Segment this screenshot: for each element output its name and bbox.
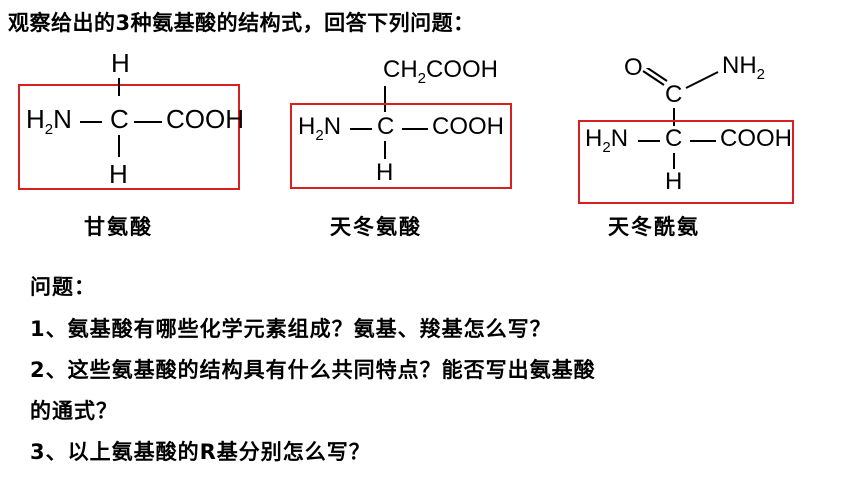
aspartic-left-bond <box>350 128 372 130</box>
aspartic-alpha-carbon: C <box>377 113 395 140</box>
aspartic-carboxyl-group: COOH <box>432 113 504 140</box>
asparagine-name: 天冬酰氨 <box>608 215 700 239</box>
asparagine-amide-n-bond <box>685 71 719 89</box>
glycine-bottom-bond <box>118 135 120 157</box>
glycine-right-bond <box>134 121 162 123</box>
glycine-top-bond <box>118 78 120 96</box>
asparagine-amino-group: H2N <box>585 125 629 156</box>
asparagine-bottom-bond <box>673 153 675 169</box>
asparagine-amide-oxygen: O <box>624 54 643 81</box>
question-3: 3、以上氨基酸的R基分别怎么写？ <box>30 440 371 464</box>
asparagine-top-bond <box>673 108 675 126</box>
aspartic-top-bond <box>384 86 386 112</box>
question-2-line-2: 的通式？ <box>30 399 118 423</box>
asparagine-bottom-h: H <box>665 168 683 195</box>
question-2-line-1: 2、这些氨基酸的结构具有什么共同特点？能否写出氨基酸 <box>30 358 596 382</box>
glycine-top-h: H <box>111 48 130 78</box>
glycine-name: 甘氨酸 <box>84 215 153 239</box>
aspartic-bottom-h: H <box>376 159 394 186</box>
r-group-box-glycine <box>18 84 240 190</box>
aspartic-name: 天冬氨酸 <box>330 215 422 239</box>
slide-heading: 观察给出的3种氨基酸的结构式，回答下列问题： <box>8 11 475 35</box>
r-group-box-aspartic <box>290 103 512 189</box>
asparagine-alpha-carbon: C <box>665 125 683 152</box>
glycine-amino-group: H2N <box>26 104 72 138</box>
aspartic-top-group: CH2COOH <box>383 56 499 87</box>
asparagine-double-bond <box>642 68 668 86</box>
asparagine-right-bond <box>690 140 716 142</box>
question-1: 1、氨基酸有哪些化学元素组成？氨基、羧基怎么写？ <box>30 317 552 341</box>
glycine-bottom-h: H <box>109 159 128 189</box>
asparagine-amide-nh2: NH2 <box>722 52 766 83</box>
questions-title: 问题： <box>30 275 96 299</box>
glycine-left-bond <box>80 121 102 123</box>
glycine-carboxyl-group: COOH <box>166 104 244 134</box>
asparagine-left-bond <box>638 140 660 142</box>
glycine-alpha-carbon: C <box>110 104 129 134</box>
asparagine-carboxyl-group: COOH <box>720 125 792 152</box>
aspartic-right-bond <box>402 128 428 130</box>
aspartic-bottom-bond <box>384 141 386 159</box>
r-group-box-asparagine <box>578 120 794 204</box>
aspartic-amino-group: H2N <box>298 113 342 144</box>
asparagine-amide-carbon: C <box>665 81 683 108</box>
